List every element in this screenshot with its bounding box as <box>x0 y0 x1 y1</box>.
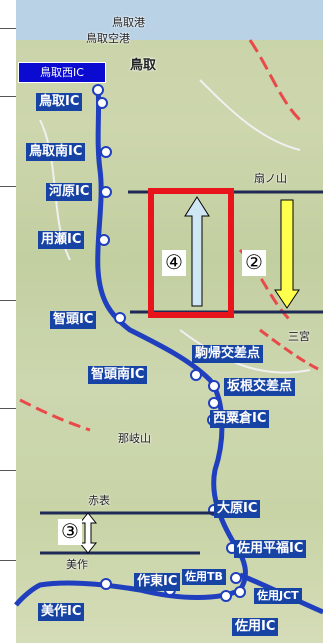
label-mimasaka-ic: 美作IC <box>38 603 85 621</box>
label-sakuto-ic: 作東IC <box>134 573 181 591</box>
marker-4: ④ <box>162 250 186 276</box>
label-chizu-ic: 智頭IC <box>50 311 97 329</box>
label-sayo-ic: 佐用IC <box>232 618 279 636</box>
expressway-route <box>14 87 248 607</box>
place-akaishi: 赤表 <box>88 494 110 507</box>
place-mimasaka: 美作 <box>66 558 88 571</box>
label-komagaeri: 駒帰交差点 <box>192 345 264 363</box>
sea-area <box>16 0 323 40</box>
label-kawahara-ic: 河原IC <box>46 183 93 201</box>
place-nagi: 那岐山 <box>118 432 151 445</box>
label-sakane: 坂根交差点 <box>224 378 296 396</box>
place-city: 鳥取 <box>130 58 157 73</box>
top-box-ic: 鳥取西IC <box>18 62 106 83</box>
label-sayo-tb: 佐用TB <box>182 569 226 585</box>
place-misasa: 三宮 <box>288 330 310 343</box>
label-chizu-minami-ic: 智頭南IC <box>88 366 148 384</box>
label-mochigase-ic: 用瀬IC <box>38 231 85 249</box>
highlight-red-box <box>148 188 234 318</box>
label-nishi-awakura-ic: 西粟倉IC <box>210 410 270 428</box>
label-tottori-ic: 鳥取IC <box>36 93 83 111</box>
label-ohara-ic: 大原IC <box>214 500 261 518</box>
place-mountain: 扇ノ山 <box>254 172 287 185</box>
double-arrow-icon <box>78 512 98 554</box>
place-port: 鳥取港 <box>112 16 145 29</box>
place-airport: 鳥取空港 <box>86 32 130 45</box>
arrow-down-icon <box>274 199 300 309</box>
marker-2: ② <box>242 250 266 276</box>
marker-3: ③ <box>58 519 82 545</box>
label-sayo-hirafuku-ic: 佐用平福IC <box>234 540 307 558</box>
arrow-up-icon <box>184 196 210 307</box>
label-sayo-jct: 佐用JCT <box>254 588 302 604</box>
label-tottori-minami-ic: 鳥取南IC <box>26 143 86 161</box>
